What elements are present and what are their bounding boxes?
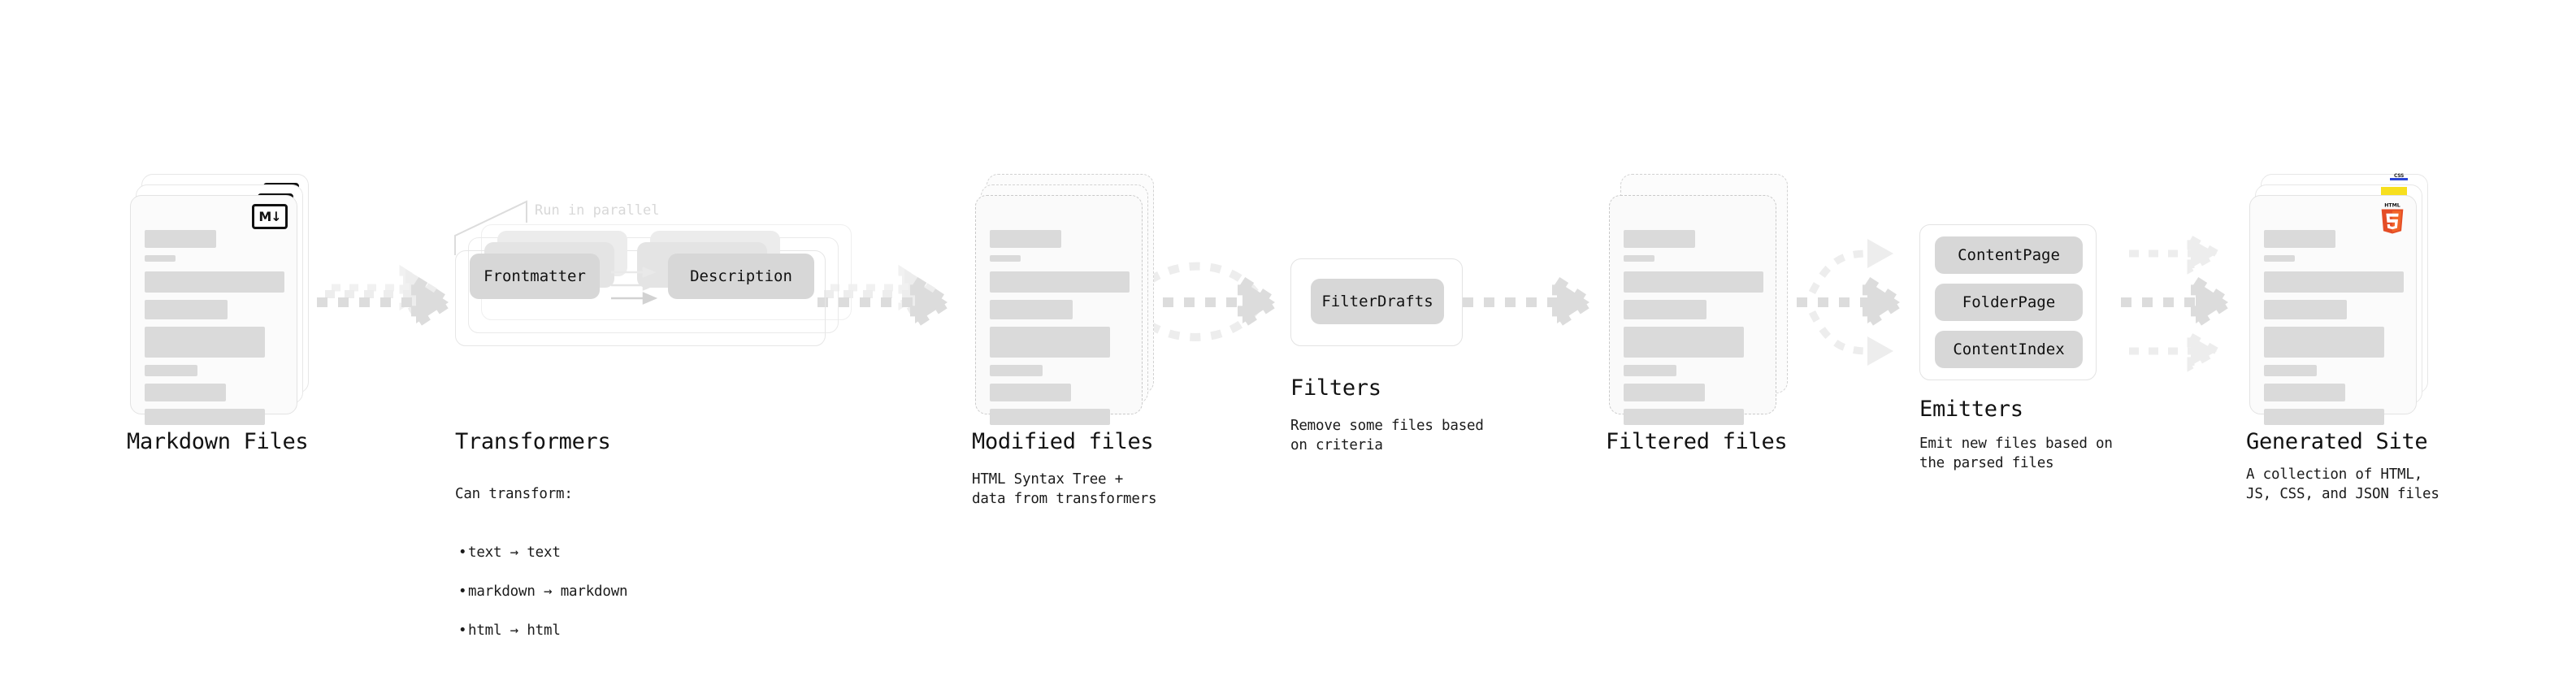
placeholder-bar xyxy=(1624,409,1744,425)
transformers-bullet: html → html xyxy=(455,621,627,640)
transformers-bullet: markdown → markdown xyxy=(455,582,628,601)
css-badge-label: CSS xyxy=(2394,173,2404,179)
filter-pill-filterdrafts[interactable]: FilterDrafts xyxy=(1311,279,1444,324)
placeholder-bar xyxy=(1624,365,1676,376)
placeholder-bar xyxy=(990,409,1110,425)
transformers-bullet: text → text xyxy=(455,543,627,562)
stage-title-modified-files: Modified files xyxy=(972,429,1154,454)
placeholder-bar xyxy=(145,384,226,401)
stage-modified-files xyxy=(975,174,1154,425)
placeholder-bar xyxy=(145,255,176,262)
placeholder-bar xyxy=(1624,300,1706,319)
placeholder-bar xyxy=(1624,271,1763,293)
placeholder-bar xyxy=(2264,365,2317,376)
stage-description-filters: Remove some files based on criteria xyxy=(1290,418,1484,453)
file-card-modified xyxy=(975,195,1143,425)
stage-title-filtered-files: Filtered files xyxy=(1606,429,1788,454)
css-badge: CSS xyxy=(2390,174,2408,181)
run-in-parallel-bracket xyxy=(454,200,527,255)
stage-title-markdown-files: Markdown Files xyxy=(127,429,309,454)
placeholder-bar xyxy=(2264,327,2384,358)
placeholder-bar xyxy=(2264,384,2345,401)
stage-markdown-files: M↓ M↓ M↓ xyxy=(130,174,309,425)
stage-title-filters: Filters xyxy=(1290,375,1381,401)
placeholder-bar xyxy=(145,271,284,293)
placeholder-bar xyxy=(990,230,1061,248)
run-in-parallel-label: Run in parallel xyxy=(535,202,660,219)
stage-generated-site: CSS HTML xyxy=(2249,174,2428,425)
emitter-pill-folderpage[interactable]: FolderPage xyxy=(1935,284,2083,321)
placeholder-bar xyxy=(145,300,228,319)
connector-modified-to-filters xyxy=(1142,262,1285,341)
emitter-pill-contentindex[interactable]: ContentIndex xyxy=(1935,331,2083,368)
placeholder-bar xyxy=(145,327,265,358)
transformer-inner-arrows xyxy=(611,267,658,305)
stage-filtered-files xyxy=(1609,174,1788,425)
connector-emitters-to-site xyxy=(2121,232,2238,372)
placeholder-bar xyxy=(990,271,1130,293)
placeholder-bar xyxy=(2264,255,2295,262)
stage-emitters: ContentPage FolderPage ContentIndex xyxy=(1919,224,2097,380)
stage-transformers: Frontmatter Description xyxy=(454,200,852,346)
css-badge-bar xyxy=(2390,178,2408,180)
transformers-bullets: text → text markdown → markdown html → h… xyxy=(455,523,628,660)
connector-markdown-to-transformers xyxy=(317,264,458,333)
connector-filtered-to-emitters xyxy=(1776,239,1910,366)
placeholder-bar xyxy=(145,365,197,376)
placeholder-bar xyxy=(990,384,1071,401)
transformers-lead: Can transform: xyxy=(455,486,573,502)
placeholder-bar xyxy=(145,230,216,248)
stage-description-modified-files: HTML Syntax Tree + data from transformer… xyxy=(972,471,1157,507)
file-content-placeholder xyxy=(2264,230,2404,432)
markdown-badge: M↓ xyxy=(252,204,288,229)
stage-description-emitters: Emit new files based on the parsed files xyxy=(1919,436,2113,471)
stage-description-generated-site: A collection of HTML, JS, CSS, and JSON … xyxy=(2246,466,2439,502)
stage-description-transformers: Can transform: text → text markdown → ma… xyxy=(455,465,628,679)
placeholder-bar xyxy=(1624,230,1695,248)
placeholder-bar xyxy=(1624,255,1654,262)
placeholder-bar xyxy=(990,365,1043,376)
placeholder-bar xyxy=(2264,230,2335,248)
file-card-filtered xyxy=(1609,195,1776,425)
placeholder-bar xyxy=(990,327,1110,358)
file-content-placeholder xyxy=(145,230,284,432)
placeholder-bar xyxy=(2264,300,2347,319)
placeholder-bar xyxy=(2264,271,2404,293)
placeholder-bar xyxy=(1624,384,1705,401)
connector-filters-to-filtered xyxy=(1463,271,1599,333)
svg-text:HTML: HTML xyxy=(2384,203,2400,209)
stage-title-transformers: Transformers xyxy=(455,429,611,454)
emitters-box: ContentPage FolderPage ContentIndex xyxy=(1919,224,2097,380)
transformer-chip-description[interactable]: Description xyxy=(668,254,814,299)
file-card-markdown: M↓ xyxy=(130,195,297,425)
file-card-generated: HTML xyxy=(2249,195,2417,425)
placeholder-bar xyxy=(145,409,265,425)
file-content-placeholder xyxy=(1624,230,1763,432)
placeholder-bar xyxy=(990,255,1021,262)
stage-filters: FilterDrafts xyxy=(1290,258,1463,346)
placeholder-bar xyxy=(1624,327,1744,358)
stage-title-emitters: Emitters xyxy=(1919,397,2023,422)
html5-badge: HTML xyxy=(2381,203,2404,234)
stage-title-generated-site: Generated Site xyxy=(2246,429,2428,454)
filters-box: FilterDrafts xyxy=(1290,258,1463,346)
placeholder-bar xyxy=(2264,409,2384,425)
emitter-pill-contentpage[interactable]: ContentPage xyxy=(1935,236,2083,274)
file-content-placeholder xyxy=(990,230,1130,432)
transformer-chip-frontmatter[interactable]: Frontmatter xyxy=(470,254,600,299)
placeholder-bar xyxy=(990,300,1073,319)
